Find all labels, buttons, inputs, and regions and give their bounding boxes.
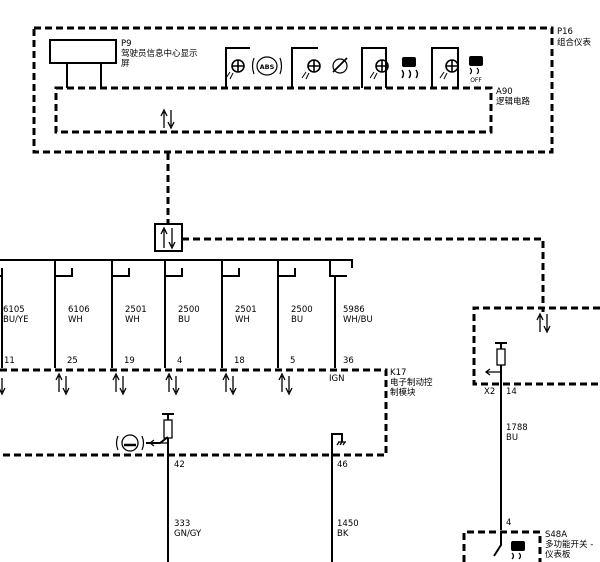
k17-data-arrows xyxy=(0,372,293,396)
k17-name-line2: 制模块 xyxy=(390,387,416,398)
right-module-outline xyxy=(472,306,600,386)
svg-text:4: 4 xyxy=(177,356,182,366)
wire-1450 xyxy=(331,433,343,562)
right-arrow-left xyxy=(484,368,501,376)
wire-label-5: 2501 WH 18 xyxy=(234,305,257,366)
p9-name-line2: 屏 xyxy=(121,59,130,69)
a90-name: 逻辑电路 xyxy=(496,96,531,107)
stability-control-icon xyxy=(369,59,389,80)
lamp-bracket-4 xyxy=(431,47,459,88)
p16-name: 组合仪表 xyxy=(557,37,592,48)
wire-1788-color: BU xyxy=(506,433,518,443)
a90-data-arrows xyxy=(160,108,175,130)
right-resistor xyxy=(496,348,506,366)
wire-333-color: GN/GY xyxy=(174,529,202,539)
lamp-bracket-3 xyxy=(361,47,387,88)
k17-ref: K17 xyxy=(390,368,406,378)
wire-333-circuit: 333 xyxy=(174,519,190,529)
a90-ref: A90 xyxy=(496,87,513,97)
svg-text:19: 19 xyxy=(124,356,135,366)
skid-icon xyxy=(401,57,419,79)
wire-1450-color: BK xyxy=(337,529,349,539)
svg-text:18: 18 xyxy=(234,356,245,366)
wire-label-6: 2500 BU 5 xyxy=(290,305,313,366)
pin-4: 4 xyxy=(506,518,511,528)
svg-text:6105: 6105 xyxy=(3,305,25,315)
s48a-name-line1: 多功能开关 - xyxy=(545,539,593,550)
brake-fluid-icon xyxy=(115,434,145,452)
wire-label-2: 6106 WH 25 xyxy=(67,305,90,366)
svg-text:6106: 6106 xyxy=(68,305,90,315)
svg-text:5986: 5986 xyxy=(343,305,365,315)
abs-icon: ABS xyxy=(251,56,283,76)
park-brake-icon xyxy=(332,57,348,74)
svg-text:WH/BU: WH/BU xyxy=(343,315,373,325)
svg-text:11: 11 xyxy=(4,356,15,366)
svg-text:WH: WH xyxy=(235,315,250,325)
svg-text:36: 36 xyxy=(343,356,354,366)
k17-arrow-left xyxy=(148,439,168,447)
a90-outline xyxy=(54,86,493,134)
pin-42: 42 xyxy=(174,460,185,470)
ign-label: IGN xyxy=(329,374,344,384)
svg-text:2500: 2500 xyxy=(178,305,200,315)
traction-warning-icon xyxy=(225,59,245,80)
pin-46: 46 xyxy=(337,460,348,470)
p9-ref: P9 xyxy=(121,39,132,49)
wire-label-1: 6105 BU/YE 11 xyxy=(3,305,28,366)
stability-off-icon: OFF xyxy=(469,56,483,84)
gateway-arrows xyxy=(160,226,176,250)
k17-name-line1: 电子制动控 xyxy=(390,377,433,388)
p9-display-stand xyxy=(66,63,102,88)
svg-text:25: 25 xyxy=(67,356,78,366)
s48a-name-line2: 仪表板 xyxy=(545,549,571,560)
k17-outline xyxy=(0,368,388,457)
k17-resistor xyxy=(163,419,173,439)
brake-warning-icon xyxy=(301,59,321,80)
p16-ref: P16 xyxy=(557,27,573,37)
connector-bus xyxy=(0,259,353,268)
svg-text:2501: 2501 xyxy=(125,305,147,315)
wire-verticals xyxy=(1,276,336,368)
wire-1788-circuit: 1788 xyxy=(506,423,528,433)
lamp-bracket-2 xyxy=(291,47,318,88)
stability-off-lamp-icon xyxy=(439,59,459,80)
connector-x2: X2 xyxy=(484,387,495,397)
p9-display-box xyxy=(49,39,117,64)
svg-text:BU: BU xyxy=(291,315,303,325)
data-bus-right-branch xyxy=(182,237,545,312)
wire-label-3: 2501 WH 19 xyxy=(124,305,147,366)
right-module-arrows xyxy=(536,312,551,334)
wire-label-4: 2500 BU 4 xyxy=(177,305,200,366)
wire-1450-circuit: 1450 xyxy=(337,519,359,529)
ground-symbol xyxy=(336,441,346,446)
k17-resistor-leads xyxy=(162,413,174,455)
svg-text:WH: WH xyxy=(68,315,83,325)
off-text: OFF xyxy=(470,77,482,84)
svg-text:5: 5 xyxy=(290,356,295,366)
gateway-block xyxy=(154,223,183,252)
svg-text:2501: 2501 xyxy=(235,305,257,315)
abs-text: ABS xyxy=(260,63,275,71)
right-resistor-leads xyxy=(495,342,507,384)
svg-text:BU/YE: BU/YE xyxy=(3,315,28,325)
p16-outline xyxy=(32,26,554,154)
wire-label-7: 5986 WH/BU 36 xyxy=(343,305,373,366)
pin-14: 14 xyxy=(506,387,517,397)
s48a-switch xyxy=(493,532,502,557)
connector-tabs xyxy=(0,260,347,277)
p9-name-line1: 驾驶员信息中心显示 xyxy=(121,48,198,59)
lamp-bracket-1 xyxy=(225,47,250,88)
svg-text:2500: 2500 xyxy=(291,305,313,315)
s48a-skid-icon xyxy=(511,541,525,560)
svg-text:WH: WH xyxy=(125,315,140,325)
s48a-ref: S48A xyxy=(545,530,567,540)
svg-text:BU: BU xyxy=(178,315,190,325)
